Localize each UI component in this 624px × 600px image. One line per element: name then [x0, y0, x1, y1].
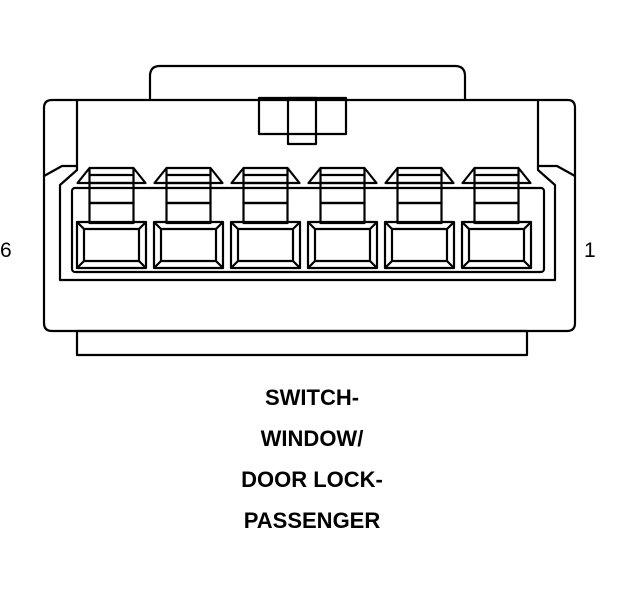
- pin-label-left: 6: [0, 239, 12, 262]
- connector-base-strip: [75, 329, 529, 357]
- connector-side-shoulder-right: [538, 164, 576, 177]
- connector-pins: [75, 166, 533, 270]
- connector-outer-housing: [42, 98, 577, 333]
- caption-line: SWITCH-: [264, 385, 360, 410]
- caption-line: WINDOW/: [260, 426, 364, 451]
- pin-terminal: [306, 166, 379, 270]
- pin-terminal: [75, 166, 148, 270]
- pin-terminal: [152, 166, 225, 270]
- pin-terminal: [229, 166, 302, 270]
- pin-terminal: [383, 166, 456, 270]
- caption-line: DOOR LOCK-: [241, 467, 383, 492]
- pin-terminal: [460, 166, 533, 270]
- caption-line: PASSENGER: [243, 508, 381, 533]
- connector-latch-bar: [148, 64, 467, 100]
- connector-cavity: [70, 186, 546, 274]
- connector-caption: SWITCH- WINDOW/ DOOR LOCK- PASSENGER: [162, 384, 462, 548]
- connector-lock-tab: [257, 96, 348, 146]
- connector-inner-housing: [58, 100, 557, 282]
- pin-label-right: 1: [584, 239, 596, 262]
- connector-side-shoulder-left: [43, 164, 77, 177]
